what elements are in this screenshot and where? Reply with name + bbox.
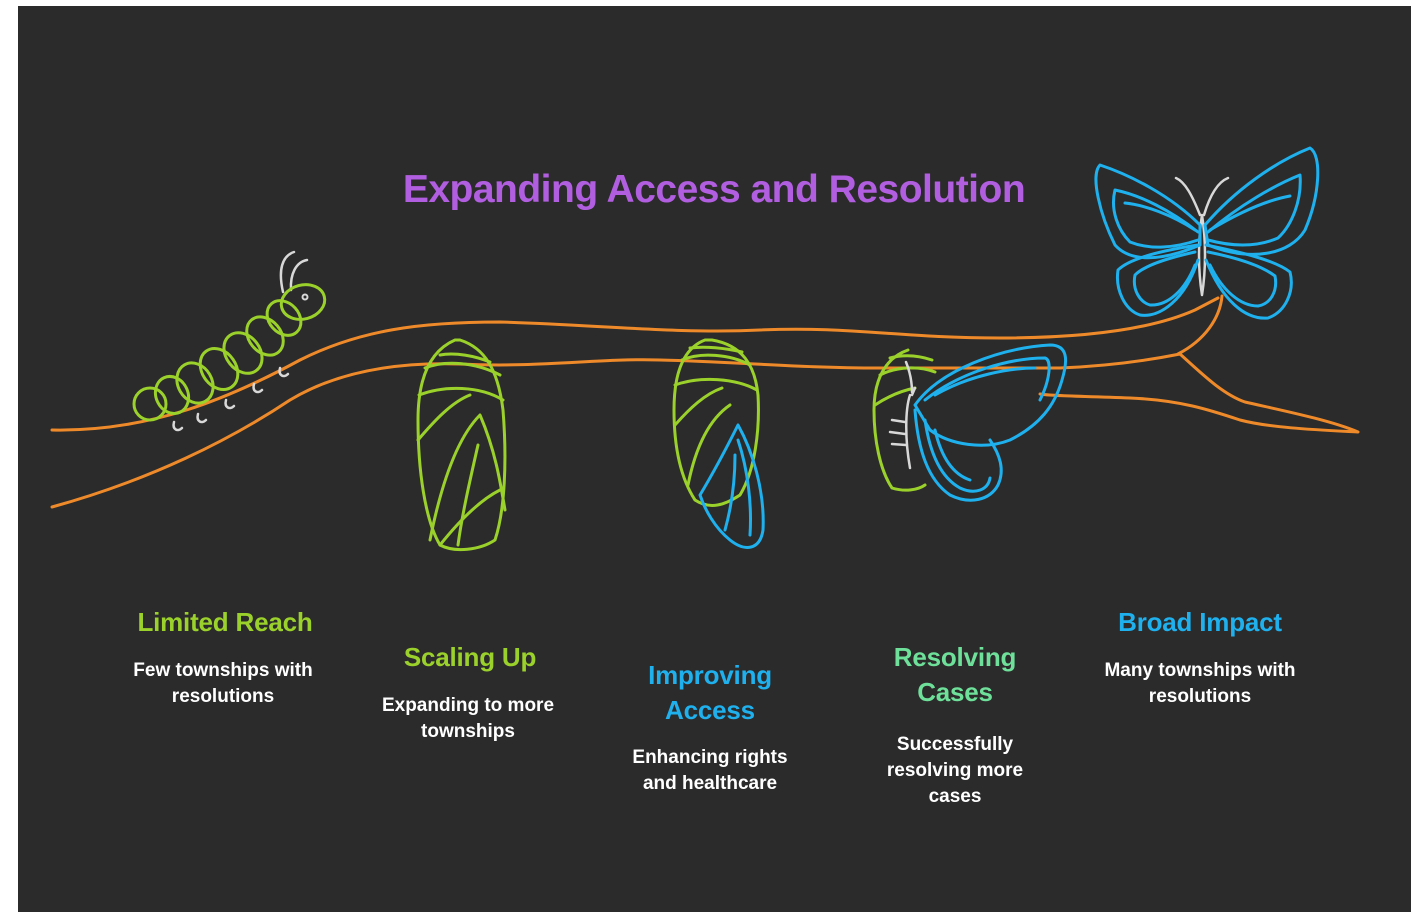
butterfly-emerging-icon	[872, 343, 1068, 502]
stage-description-improving-access: Enhancing rights and healthcare	[632, 747, 788, 794]
stage-title-broad-impact: Broad Impact	[1118, 607, 1282, 637]
stage-description-limited-reach: Few townships with resolutions	[133, 660, 313, 707]
butterfly-icon	[1094, 146, 1320, 320]
chrysalis-icon	[416, 338, 507, 552]
stage-title-scaling-up: Scaling Up	[403, 642, 537, 672]
stage-description-resolving-cases: Successfully resolving more cases	[886, 734, 1024, 807]
diagram-title: Expanding Access and Resolution	[402, 168, 1026, 211]
chrysalis-emerging-icon	[672, 338, 765, 549]
stage-title-improving-access: Improving Access	[648, 660, 772, 725]
stage-description-broad-impact: Many townships with resolutions	[1104, 660, 1296, 707]
diagram-background	[18, 6, 1411, 912]
stage-description-scaling-up: Expanding to more townships	[381, 695, 555, 742]
stage-title-limited-reach: Limited Reach	[137, 607, 313, 637]
caterpillar-icon	[132, 250, 327, 432]
stage-title-resolving-cases: Resolving Cases	[893, 642, 1017, 707]
